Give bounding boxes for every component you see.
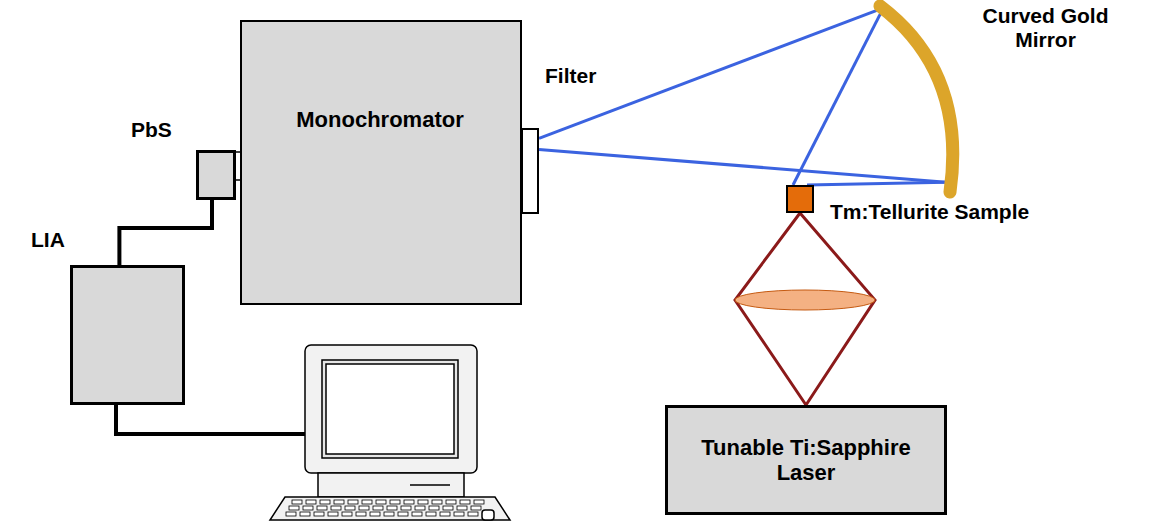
connector	[735, 213, 875, 405]
computer-icon	[270, 345, 510, 520]
node-label: Tm:Tellurite Sample	[830, 200, 1029, 224]
mirror-shape	[872, 2, 967, 198]
node-label: PbS	[131, 118, 172, 142]
signal-wire	[116, 405, 312, 434]
node-label: Filter	[545, 64, 596, 88]
connector	[539, 8, 946, 182]
sample-box: Tm:Tellurite Sample	[786, 185, 814, 213]
focusing-lens	[735, 290, 875, 310]
node-label: LIA	[31, 228, 65, 252]
node-label: Tunable Ti:Sapphire Laser	[678, 435, 934, 486]
curved-mirror: Curved Gold Mirror	[872, 2, 967, 198]
node-label: Curved Gold Mirror	[958, 4, 1133, 52]
monochromator-box: Monochromator	[240, 20, 522, 305]
filter-box: Filter	[521, 128, 539, 214]
node-label: Monochromator	[252, 107, 508, 132]
lock-in-amplifier-box: LIA	[70, 265, 185, 405]
detector-box: PbS	[196, 150, 236, 200]
laser-box: Tunable Ti:Sapphire Laser	[665, 405, 947, 515]
connector	[119, 200, 212, 265]
